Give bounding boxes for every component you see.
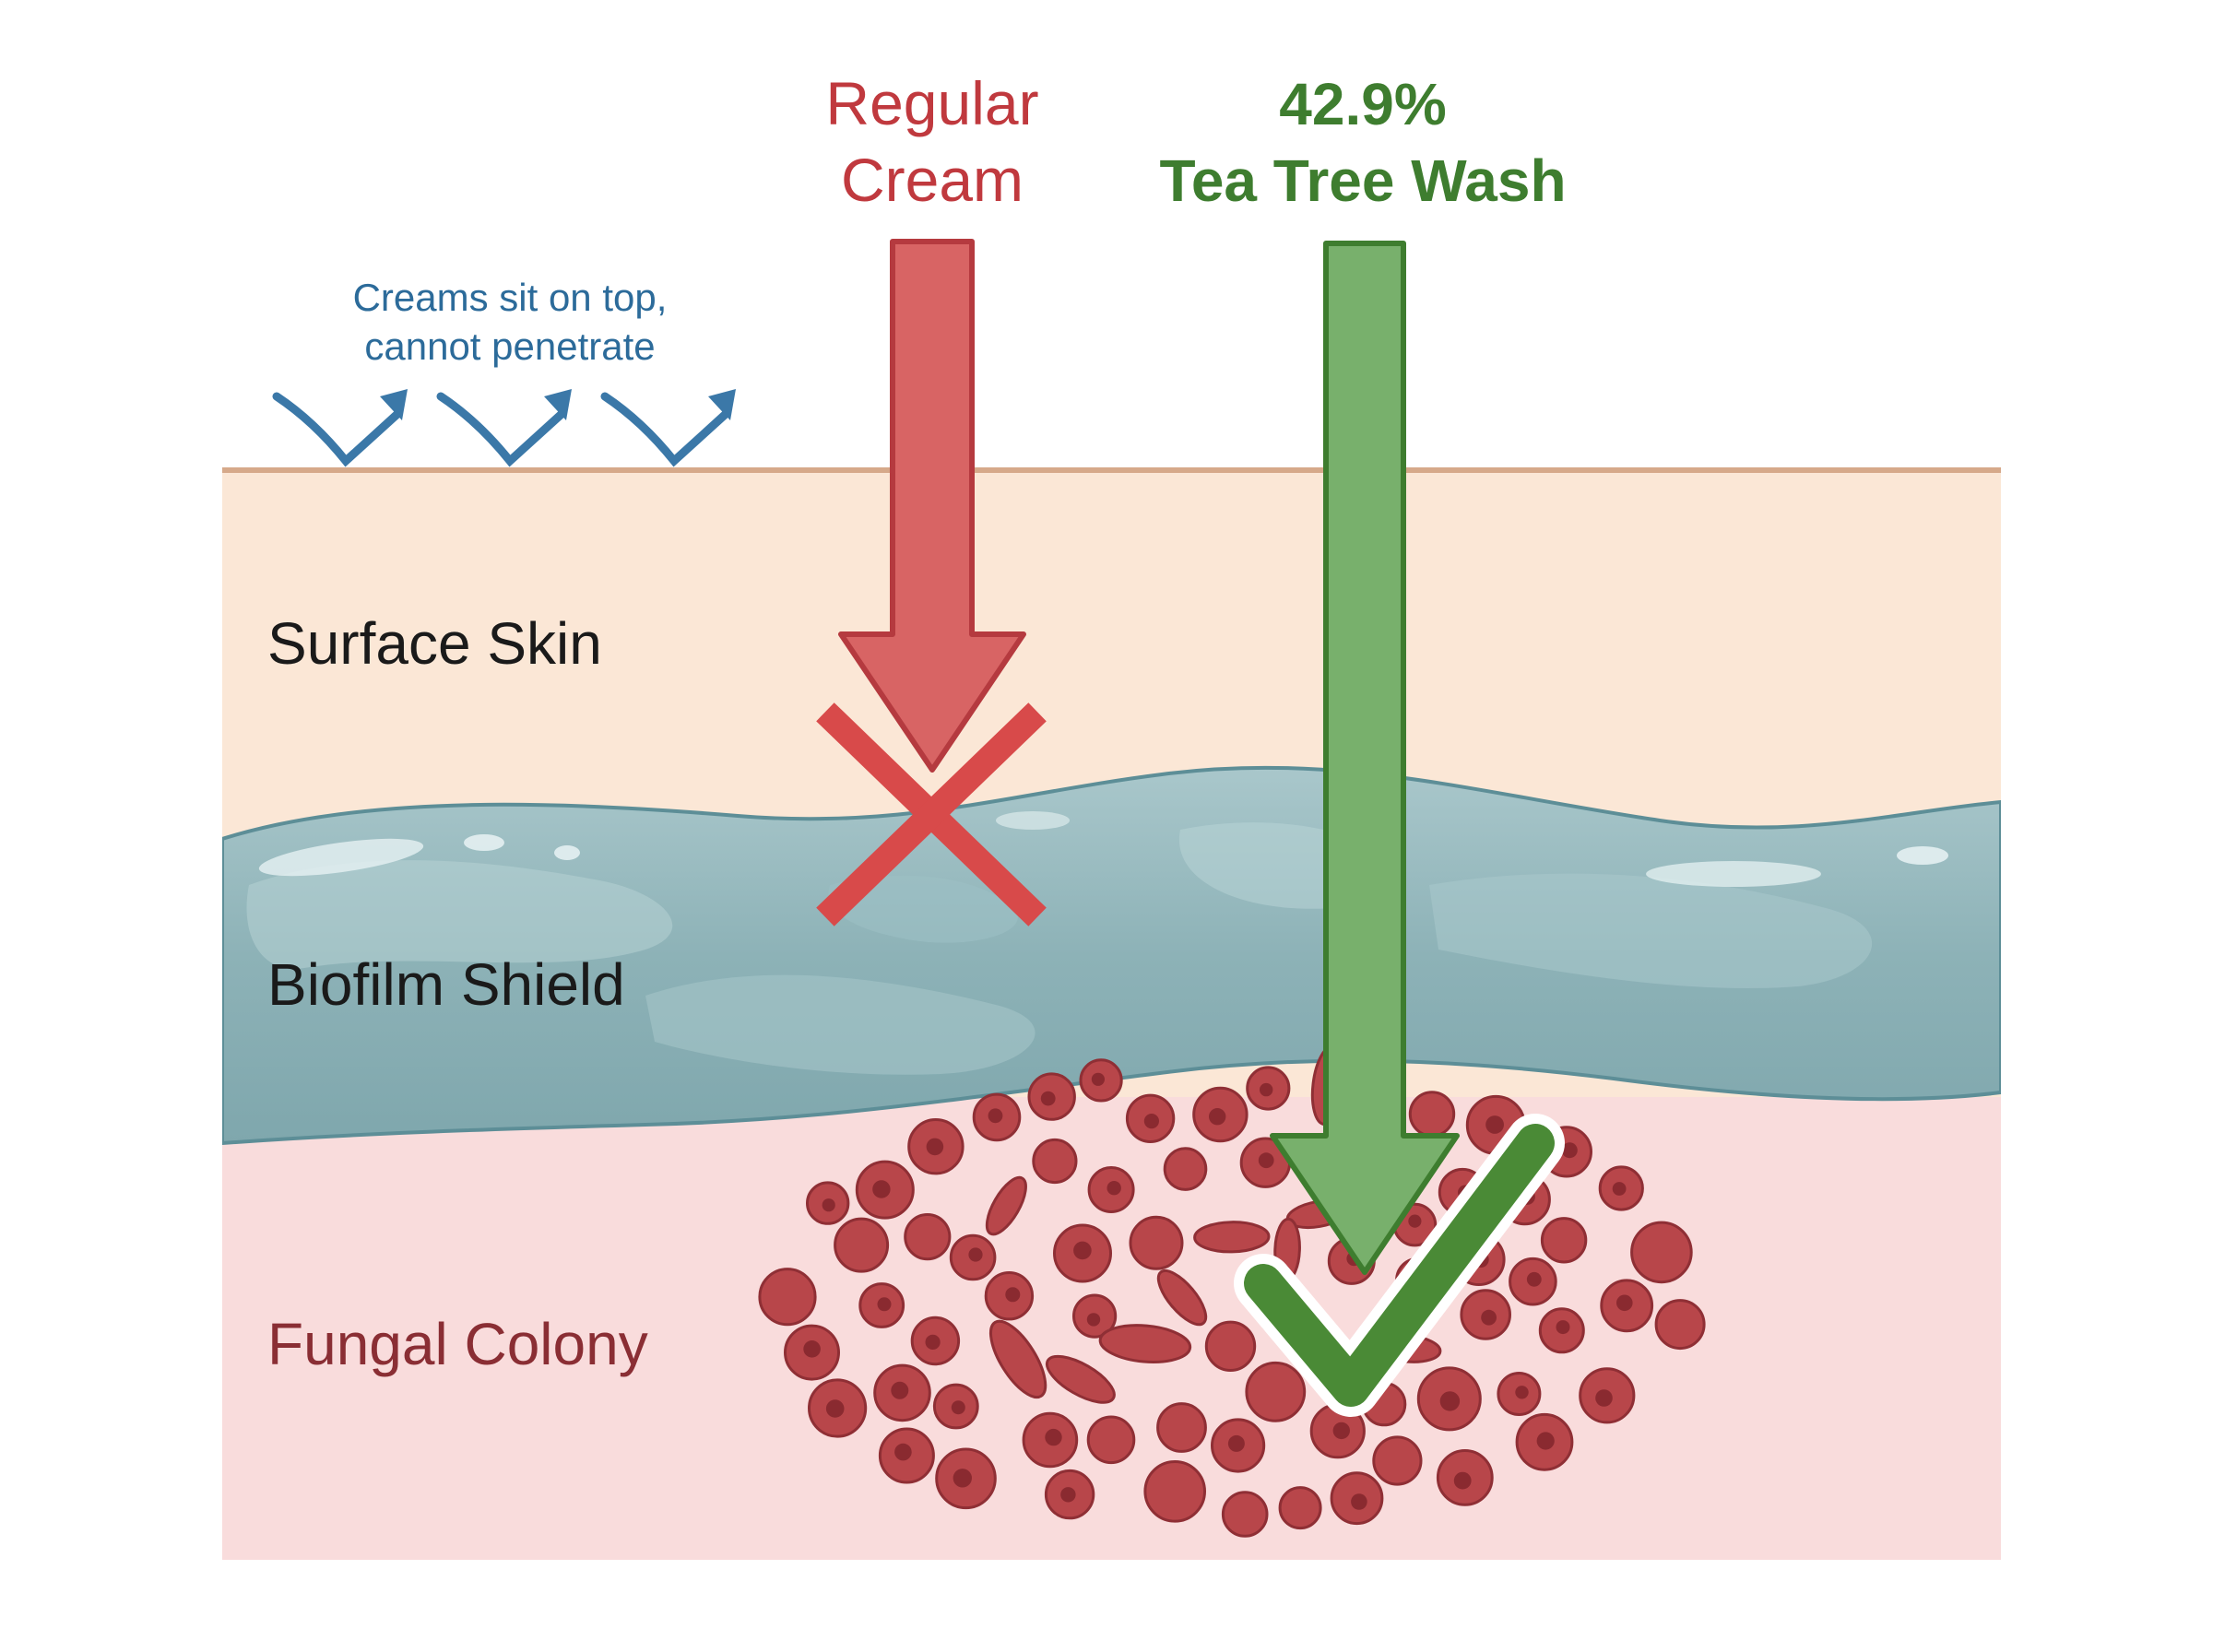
- fungal-cell: [1540, 1217, 1588, 1264]
- fungal-cell-nucleus: [894, 1443, 912, 1461]
- fungal-cell-nucleus: [926, 1138, 944, 1156]
- fungal-cell-nucleus: [1209, 1108, 1226, 1126]
- fungal-cell-nucleus: [968, 1247, 983, 1262]
- success-check-icon: [1234, 1114, 1565, 1417]
- fungal-cell-nucleus: [891, 1381, 909, 1399]
- bounce-arrow-icon: [600, 389, 736, 467]
- fungal-cell-nucleus: [1260, 1082, 1273, 1097]
- fungal-colony-label: Fungal Colony: [267, 1311, 648, 1377]
- fungal-cell-nucleus: [1536, 1432, 1555, 1450]
- fungal-cell: [1408, 1091, 1456, 1138]
- fungal-cell: [1045, 1354, 1116, 1404]
- fungal-cell-nucleus: [1408, 1214, 1422, 1228]
- fungal-cell-nucleus: [1561, 1142, 1578, 1159]
- fungal-cell-nucleus: [1453, 1471, 1472, 1490]
- fungal-cell-nucleus: [877, 1297, 892, 1312]
- fungal-cell: [1245, 1361, 1307, 1422]
- biofilm-shield-label: Biofilm Shield: [267, 951, 625, 1018]
- fungal-cell-nucleus: [1595, 1389, 1613, 1407]
- blocked-x-icon: [816, 702, 1047, 926]
- fungal-cell-nucleus: [1556, 1320, 1570, 1335]
- biofilm-highlight: [1646, 861, 1821, 887]
- fungal-cell-nucleus: [1515, 1386, 1529, 1399]
- fungal-cell-nucleus: [1086, 1313, 1101, 1327]
- fungal-cell: [1221, 1491, 1269, 1538]
- fungal-cell: [1156, 1269, 1208, 1327]
- fungal-cell-nucleus: [988, 1108, 1003, 1124]
- fungal-cell: [1086, 1415, 1136, 1465]
- fungal-cell-nucleus: [925, 1334, 941, 1350]
- fungal-cell-nucleus: [822, 1198, 835, 1212]
- fungal-cell: [1193, 1221, 1271, 1254]
- fungal-cell: [988, 1319, 1047, 1399]
- fungal-cell-nucleus: [1258, 1152, 1274, 1169]
- fungal-cell-nucleus: [1073, 1241, 1092, 1260]
- fungal-cell-nucleus: [1616, 1294, 1633, 1312]
- fungal-cell-nucleus: [1332, 1422, 1351, 1440]
- fungal-cell: [1032, 1138, 1078, 1185]
- regular-cream-label-line2: Cream: [841, 146, 1024, 214]
- bounce-arrow-icon: [436, 389, 572, 467]
- fungal-cell-nucleus: [1005, 1287, 1021, 1303]
- cream-note-line1: Creams sit on top,: [353, 276, 668, 319]
- biofilm-swirl: [645, 974, 1035, 1075]
- fungal-cell: [985, 1175, 1027, 1236]
- biofilm-swirl: [246, 860, 673, 969]
- fungal-cell-nucleus: [953, 1469, 973, 1488]
- biofilm-swirl: [828, 875, 1018, 943]
- tea-tree-wash-arrow: [1270, 241, 1460, 1275]
- fungal-cell-nucleus: [872, 1180, 891, 1198]
- fungal-cell: [758, 1268, 817, 1327]
- fungal-cell: [1098, 1324, 1192, 1363]
- fungal-cell-nucleus: [1091, 1072, 1105, 1086]
- fungal-cell-nucleus: [1040, 1091, 1056, 1106]
- biofilm-shield-band: [222, 765, 2001, 1146]
- biofilm-highlight: [1897, 846, 1948, 865]
- fungal-cell-nucleus: [1481, 1309, 1497, 1326]
- fungal-cell-nucleus: [1351, 1493, 1367, 1510]
- regular-cream-arrow: [838, 239, 1026, 773]
- fungal-cell: [1630, 1221, 1693, 1284]
- fungal-cell-nucleus: [803, 1340, 821, 1358]
- fungal-cell: [1204, 1320, 1257, 1373]
- fungal-cell: [834, 1217, 890, 1273]
- fungal-cell-nucleus: [1143, 1114, 1159, 1129]
- biofilm-highlight: [258, 838, 424, 877]
- tea-tree-wash-label: Tea Tree Wash: [1159, 148, 1566, 214]
- cream-note-line2: cannot penetrate: [364, 324, 655, 368]
- fungal-cell: [1372, 1435, 1423, 1486]
- fungal-cell-nucleus: [1526, 1271, 1542, 1287]
- fungal-cell: [904, 1213, 952, 1261]
- fungal-cell: [1156, 1402, 1207, 1453]
- fungal-cell: [1278, 1486, 1322, 1530]
- surface-skin-label: Surface Skin: [267, 610, 602, 677]
- fungal-cell-nucleus: [1106, 1181, 1121, 1196]
- bounce-arrow-icon: [272, 389, 408, 467]
- fungal-cell: [1654, 1299, 1706, 1351]
- biofilm-highlight: [996, 811, 1070, 830]
- tea-tree-percent-label: 42.9%: [1279, 71, 1446, 137]
- fungal-cell-nucleus: [1227, 1434, 1245, 1452]
- fungal-cell-nucleus: [1045, 1428, 1062, 1446]
- fungal-cell: [1163, 1147, 1208, 1191]
- fungal-cell: [1129, 1215, 1184, 1270]
- fungal-cell-nucleus: [1439, 1391, 1461, 1411]
- fungal-cell-nucleus: [1485, 1115, 1504, 1134]
- fungal-cell-nucleus: [951, 1400, 965, 1415]
- fungal-cell-nucleus: [825, 1399, 845, 1418]
- fungal-cell-nucleus: [1060, 1487, 1076, 1503]
- fungal-cell-nucleus: [1612, 1182, 1627, 1196]
- biofilm-highlight: [554, 845, 580, 860]
- fungal-cell: [1143, 1460, 1206, 1523]
- regular-cream-label-line1: Regular: [825, 69, 1038, 137]
- biofilm-highlight: [464, 834, 504, 851]
- biofilm-swirl: [1429, 873, 1873, 988]
